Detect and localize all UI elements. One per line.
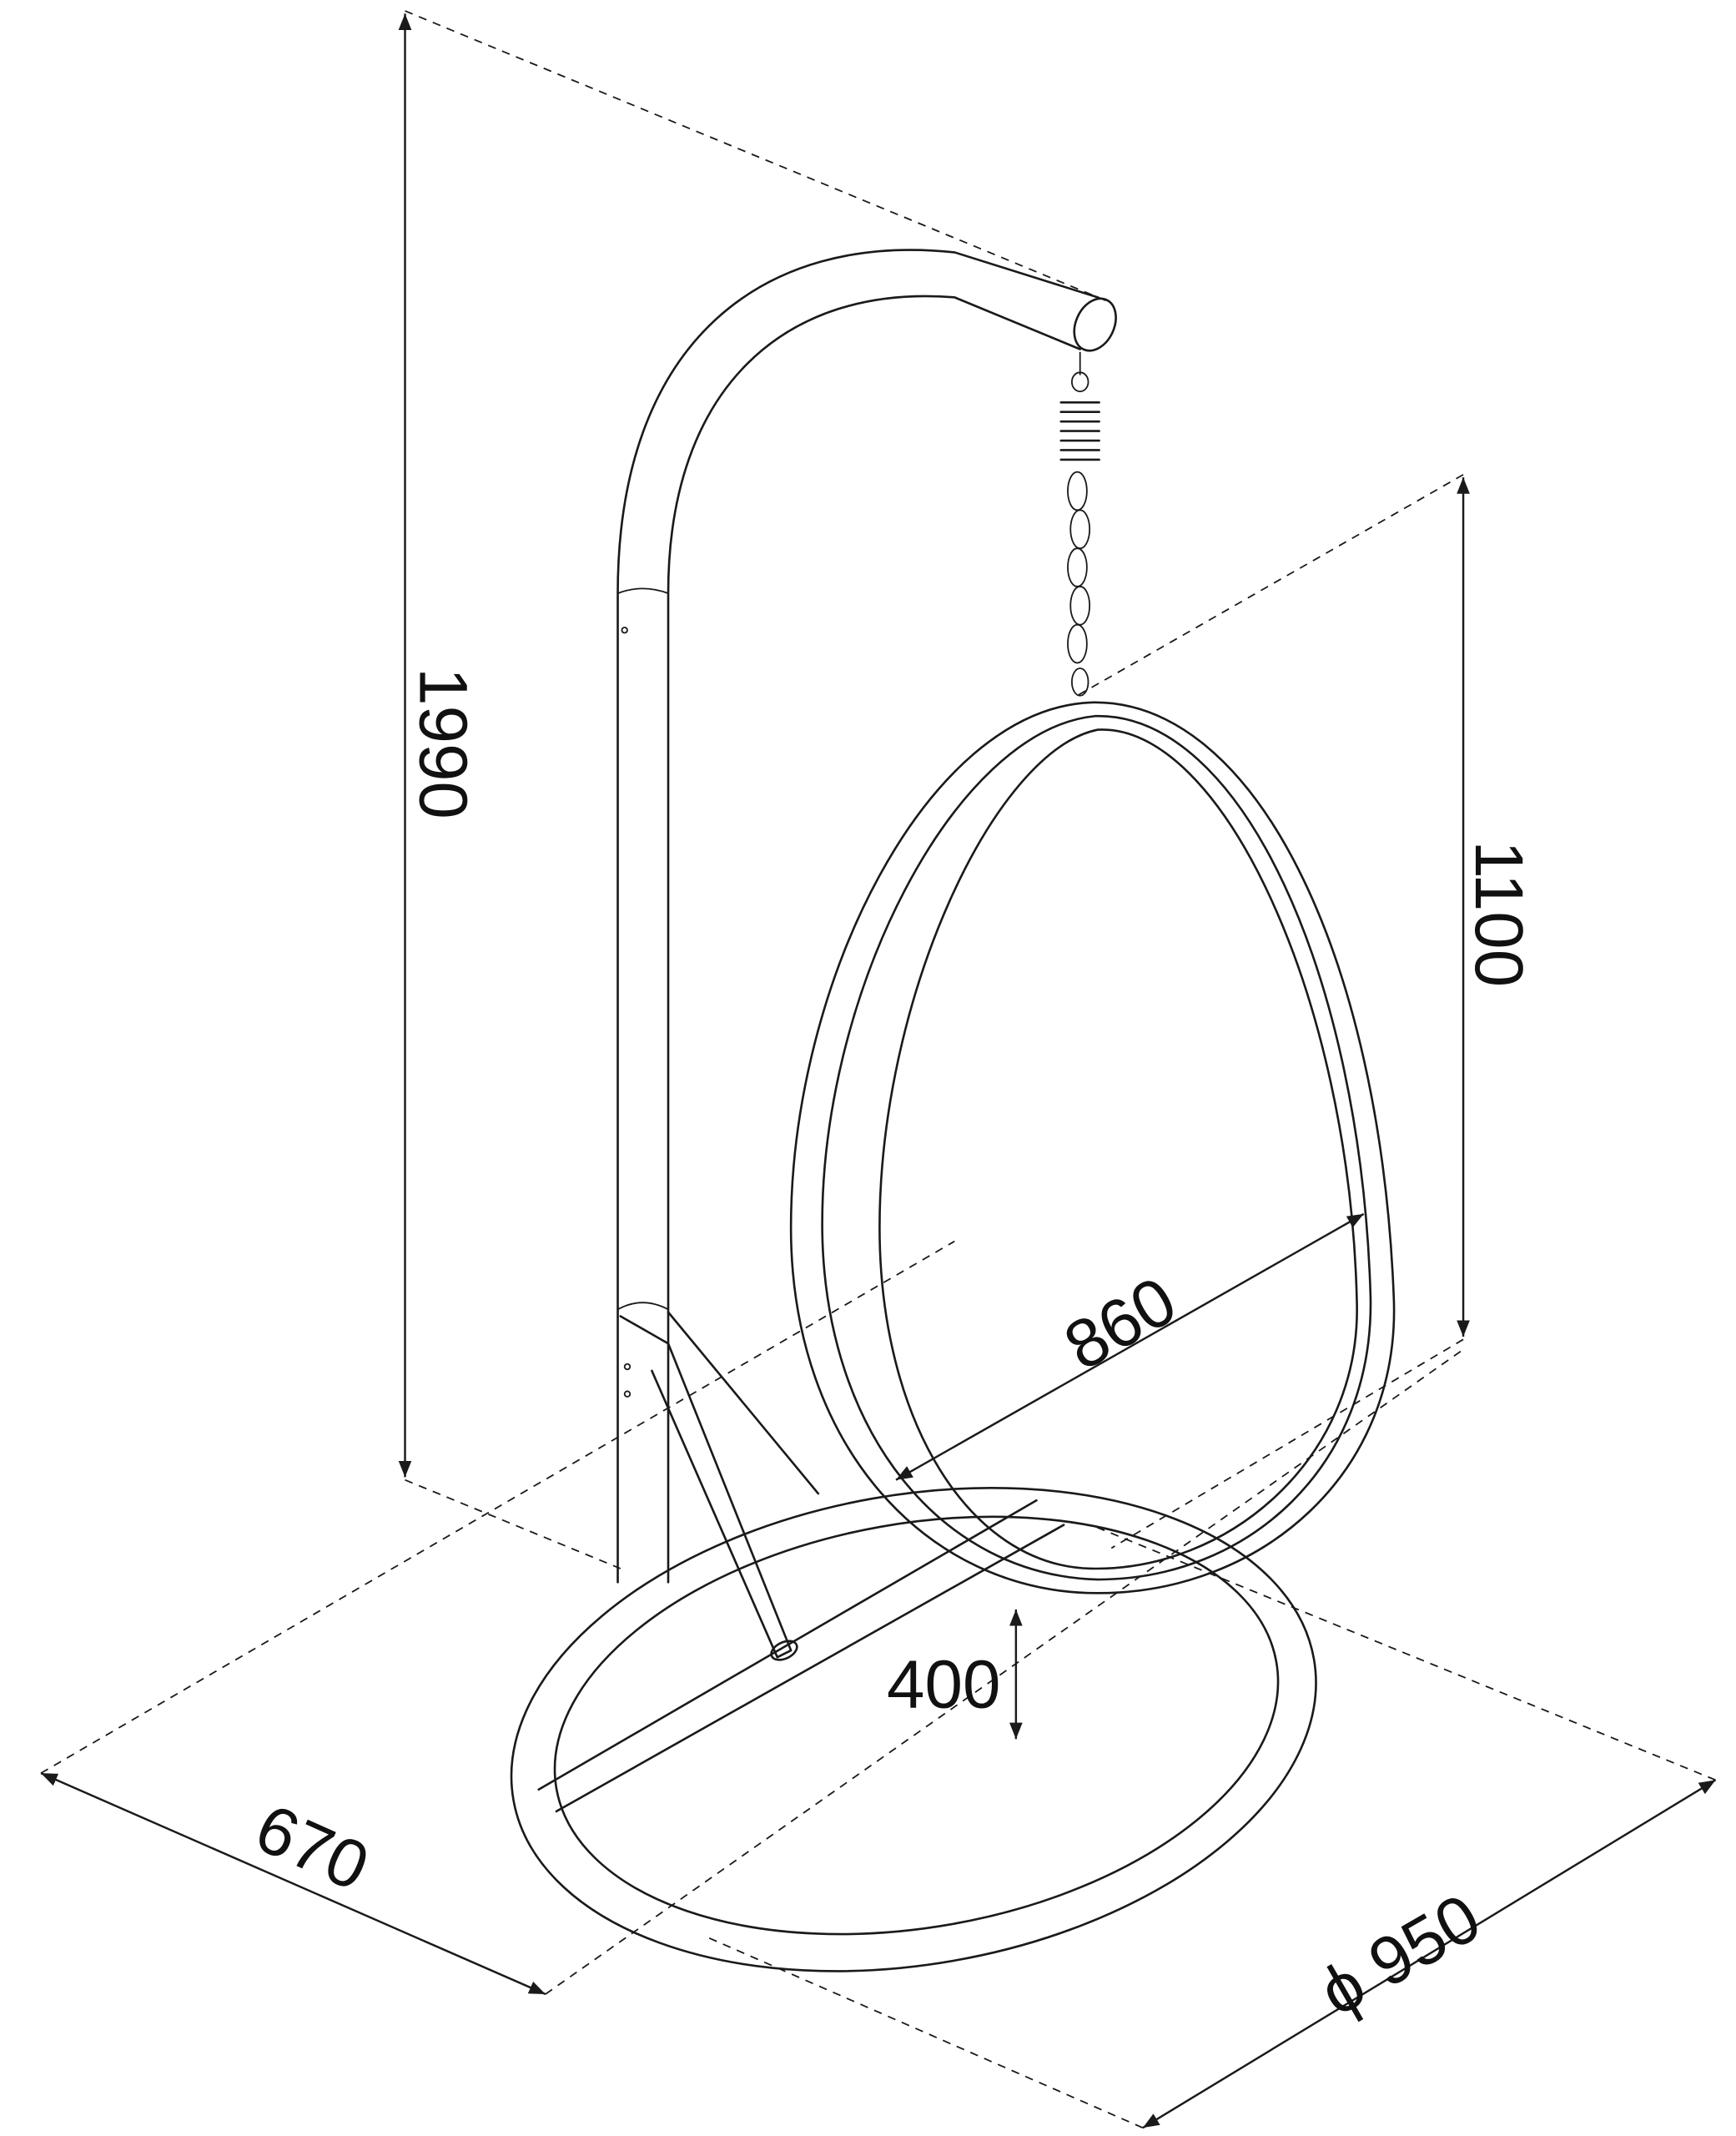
egg-shell	[789, 701, 1396, 1594]
dim-depth: 670	[244, 1790, 380, 1906]
dimension-lines	[40, 13, 1717, 2129]
dim-chair-height: 1100	[1461, 840, 1537, 987]
dim-base-diameter: ϕ 950	[1307, 1880, 1493, 2031]
stand	[616, 249, 1117, 1661]
dim-seat-height: 400	[887, 1647, 1000, 1723]
dim-total-height: 1990	[405, 668, 481, 819]
dim-chair-width: 860	[1052, 1262, 1189, 1385]
spring-chain	[1059, 351, 1100, 697]
